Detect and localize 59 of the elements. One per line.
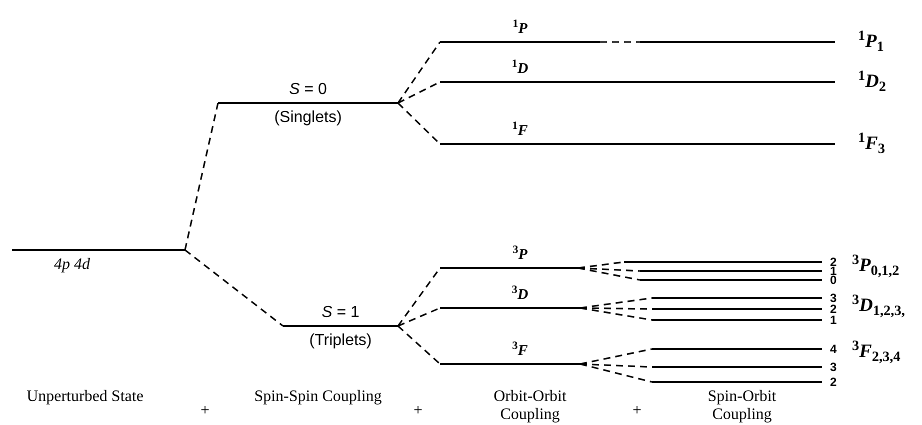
term-symbol: $^{3}$D$_{1,2,3,}$ (852, 294, 905, 318)
level-label: $^{1}$D (510, 60, 530, 79)
energy-level (652, 313, 837, 327)
dashed-connector (578, 267, 640, 272)
level-label: S = 1 (320, 304, 360, 323)
plus-sign: + (413, 402, 423, 420)
stage-label: Unperturbed State (26, 388, 144, 406)
term-symbol: $^{1}$D$_{2}$ (858, 70, 886, 94)
dashed-connector (578, 267, 640, 281)
plus-sign: + (200, 402, 210, 420)
level-number: 1 (830, 265, 837, 277)
level-label: (Singlets) (273, 109, 343, 127)
level-number: 3 (830, 361, 837, 373)
term-symbol: $^{3}$P$_{0,1,2}$ (852, 254, 900, 278)
dashed-connector (580, 363, 652, 383)
stage-label: Spin-Orbit Coupling (706, 388, 778, 424)
level-label: $^{3}$F (511, 342, 529, 361)
level-number: 2 (830, 376, 837, 388)
level-label: $^{1}$P (512, 20, 528, 39)
dashed-connector (600, 41, 640, 43)
dashed-connector (580, 307, 652, 321)
energy-level (640, 273, 837, 287)
energy-level (440, 286, 580, 309)
energy-level (440, 246, 578, 269)
level-number: 3 (830, 292, 837, 304)
energy-level (440, 342, 580, 365)
level-label: $^{3}$D (510, 286, 530, 305)
energy-level (652, 360, 837, 374)
dashed-connector (397, 102, 441, 145)
energy-level (218, 81, 398, 127)
plus-sign: + (632, 402, 642, 420)
energy-level (283, 304, 398, 350)
term-symbol: $^{3}$F$_{2,3,4}$ (852, 340, 900, 364)
level-label: S = 0 (288, 81, 328, 100)
stage-label: Spin-Spin Coupling (253, 388, 383, 406)
dashed-connector (580, 348, 652, 365)
energy-level (652, 342, 837, 356)
energy-level (12, 249, 185, 274)
level-label: $^{1}$F (511, 122, 529, 141)
dashed-connector (397, 325, 441, 365)
level-number: 1 (830, 314, 837, 326)
level-label: 4p 4d (53, 256, 91, 274)
energy-level (440, 20, 600, 43)
level-label: $^{3}$P (512, 246, 528, 265)
stage-label: Orbit-Orbit Coupling (492, 388, 568, 424)
dashed-connector (184, 102, 219, 250)
energy-level (652, 291, 837, 305)
level-number: 2 (830, 256, 837, 268)
level-number: 0 (830, 274, 837, 286)
energy-level (652, 375, 837, 389)
level-number: 2 (830, 303, 837, 315)
dashed-connector (184, 249, 284, 327)
dashed-connector (397, 42, 441, 104)
term-symbol: $^{1}$P$_{1}$ (858, 30, 884, 54)
level-number: 4 (830, 343, 837, 355)
term-symbol: $^{1}$F$_{3}$ (858, 132, 885, 156)
level-label: (Triplets) (308, 332, 373, 350)
dashed-connector (398, 307, 440, 327)
energy-level (652, 302, 837, 316)
